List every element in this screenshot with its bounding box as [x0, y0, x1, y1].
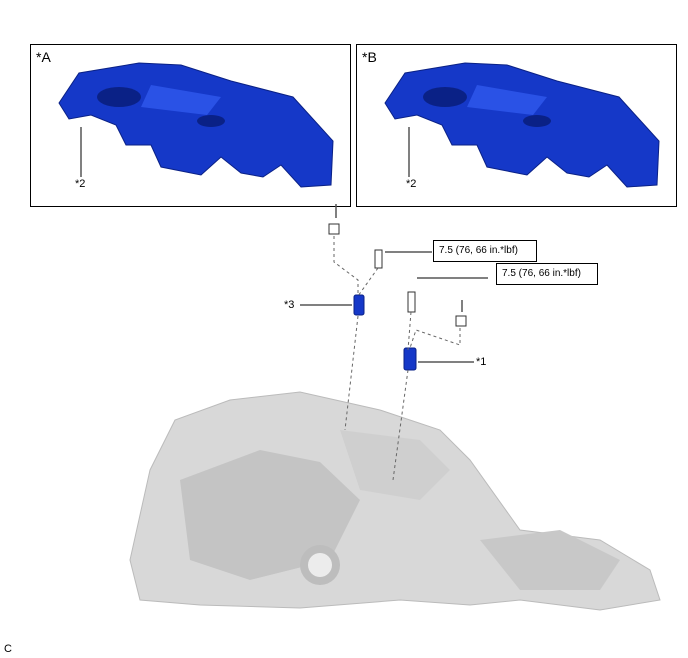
panel-b-part-label: *2: [406, 178, 417, 190]
engine-cover-a-drawing: [58, 62, 334, 188]
callout-sensor-3: *3: [284, 299, 295, 311]
torque-spec-lower: 7.5 (76, 66 in.*lbf): [496, 263, 598, 285]
bolt-upper: [374, 249, 383, 269]
sensor-3: [353, 294, 365, 316]
path-bolt-upper: [357, 267, 379, 297]
panel-a-part-label: *2: [75, 178, 86, 190]
engine-cover-b-drawing: [384, 62, 660, 188]
panel-a-label: *A: [36, 49, 51, 65]
cover-a-oil-filler: [97, 87, 141, 107]
connector-right: [455, 315, 467, 327]
path-sensor-1: [392, 369, 409, 481]
bolt-lower: [407, 291, 416, 313]
callout-sensor-1: *1: [476, 356, 487, 368]
panel-b-label: *B: [362, 49, 377, 65]
cover-b-oil-filler: [423, 87, 467, 107]
path-connector-left: [333, 236, 359, 296]
panel-a: *A *2: [30, 44, 351, 207]
sensor-1: [403, 347, 417, 371]
panel-b: *B *2: [356, 44, 677, 207]
connector-left: [328, 223, 340, 235]
path-connector-right: [409, 328, 461, 349]
illustration-code: C: [4, 643, 12, 655]
path-sensor-3: [344, 315, 359, 431]
path-bolt-lower: [407, 311, 412, 351]
torque-spec-upper: 7.5 (76, 66 in.*lbf): [433, 240, 537, 262]
